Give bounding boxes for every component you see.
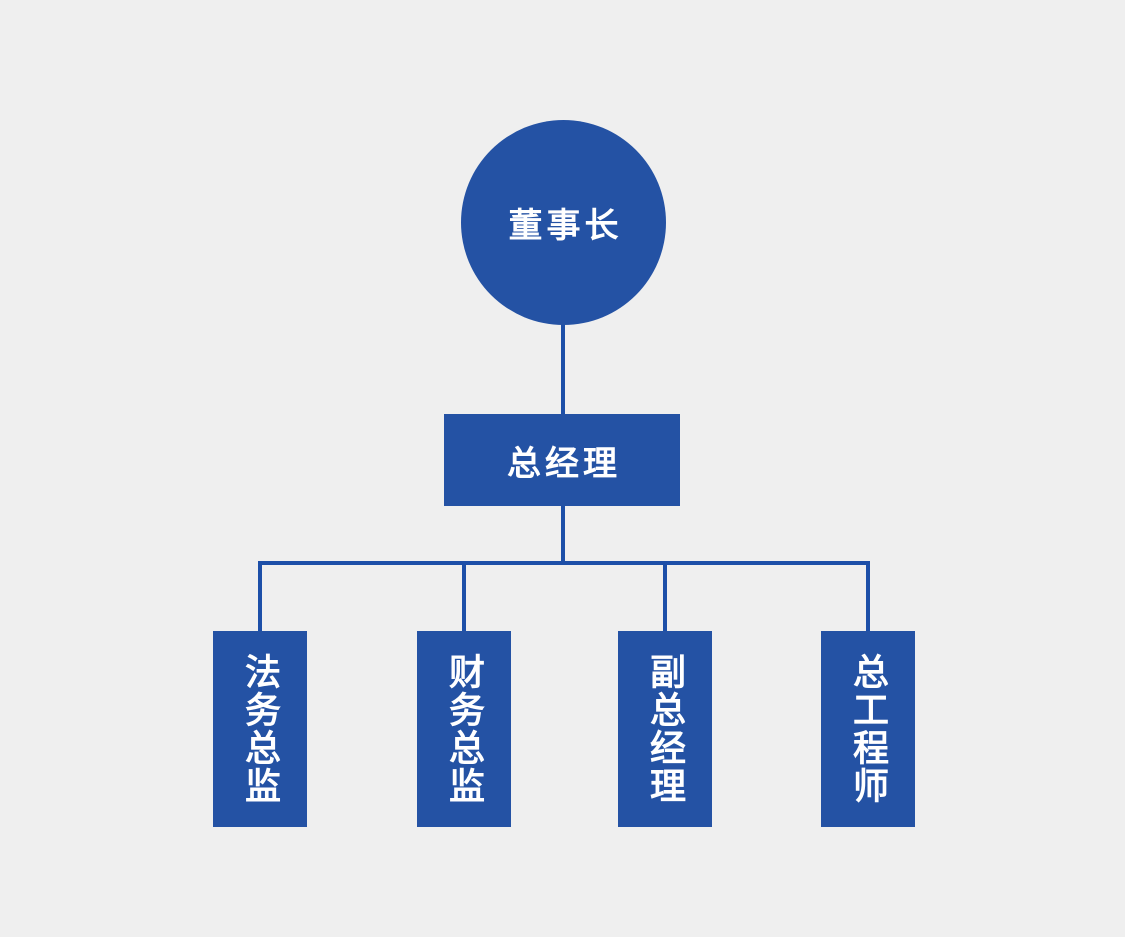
connector-drop-chief-engineer (866, 561, 870, 632)
connector-drop-legal-director (258, 561, 262, 632)
org-node-general-manager-label: 总经理 (507, 444, 621, 483)
org-node-finance-director: 财务总监 (417, 631, 511, 827)
connector-drop-finance-director (462, 561, 466, 632)
org-node-legal-director: 法务总监 (213, 631, 307, 827)
org-node-deputy-general-manager: 副总经理 (618, 631, 712, 827)
org-node-chairman: 董事长 (461, 120, 666, 325)
org-node-chief-engineer-label: 总工程师 (848, 653, 889, 805)
org-node-chairman-label: 董事长 (508, 207, 623, 245)
org-node-chief-engineer: 总工程师 (821, 631, 915, 827)
org-node-legal-director-label: 法务总监 (240, 653, 281, 805)
connector-gm-to-bus (561, 505, 565, 563)
org-node-general-manager: 总经理 (444, 414, 680, 506)
connector-drop-deputy-gm (663, 561, 667, 632)
connector-horizontal-bus (258, 561, 870, 565)
org-node-deputy-general-manager-label: 副总经理 (645, 653, 686, 805)
org-node-finance-director-label: 财务总监 (444, 653, 485, 805)
connector-chairman-to-gm (561, 323, 565, 415)
